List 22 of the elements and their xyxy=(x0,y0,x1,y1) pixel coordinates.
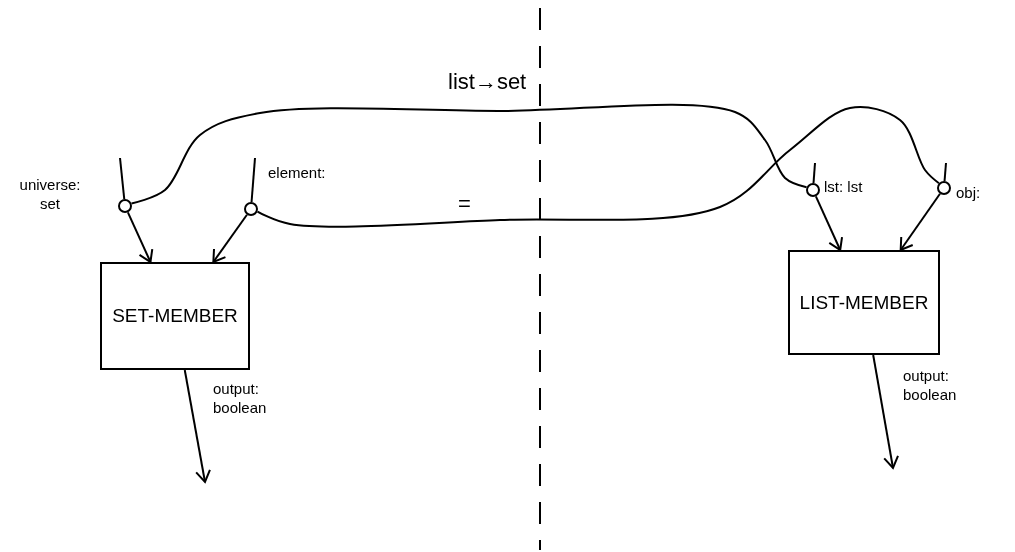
port-label: element: xyxy=(268,164,327,183)
connector xyxy=(256,106,940,228)
port-circle xyxy=(937,181,951,195)
function-box: LIST-MEMBER xyxy=(788,250,940,355)
connector xyxy=(183,369,211,483)
line xyxy=(943,162,947,182)
port-circle xyxy=(244,202,258,216)
arrow xyxy=(899,192,941,251)
port-label: obj: xyxy=(956,184,982,203)
port-label: universe: set xyxy=(18,176,82,214)
line xyxy=(119,157,126,201)
port-circle xyxy=(118,199,132,213)
arrow xyxy=(126,211,154,263)
connector xyxy=(130,103,808,205)
arrow xyxy=(814,195,844,251)
line xyxy=(812,162,816,184)
port-label: lst: lst xyxy=(824,178,864,197)
function-box: SET-MEMBER xyxy=(100,262,250,370)
connector xyxy=(872,354,899,469)
port-circle xyxy=(806,183,820,197)
line xyxy=(250,157,256,203)
arrow xyxy=(212,213,248,263)
